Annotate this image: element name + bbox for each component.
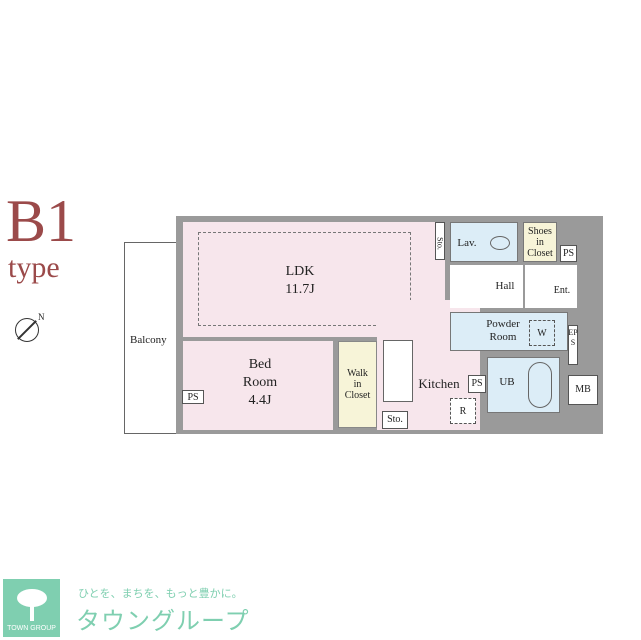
bathtub-icon xyxy=(528,362,552,408)
ps-kitchen xyxy=(468,375,486,393)
washer-space xyxy=(529,320,555,346)
powder-label-1: Powder xyxy=(486,318,520,330)
ub-label: UB xyxy=(499,376,515,388)
sto-label: Sto. xyxy=(387,414,403,425)
powder-label-2: Room xyxy=(489,331,517,343)
ps-kitchen-label: PS xyxy=(471,378,483,389)
shoes-closet xyxy=(523,222,557,262)
entrance xyxy=(525,265,577,308)
hall xyxy=(450,265,523,308)
bedroom-size: 4.4J xyxy=(248,393,272,408)
mb-label: MB xyxy=(575,384,591,395)
meter-box xyxy=(568,375,598,405)
ps-bedroom-label: PS xyxy=(187,392,199,403)
toilet-icon xyxy=(490,236,510,250)
bedroom-name-2: Room xyxy=(242,375,278,390)
shoes-label-2: in xyxy=(536,237,544,248)
balcony xyxy=(124,242,178,434)
compass-label: N xyxy=(38,312,45,322)
ent-label: Ent. xyxy=(553,285,571,296)
shoes-label-1: Shoes xyxy=(528,226,552,237)
unit-type-code: B1 xyxy=(6,188,77,254)
ps-top-label: PS xyxy=(562,248,575,259)
tree-icon xyxy=(17,589,47,607)
unit-type-suffix: type xyxy=(8,251,60,284)
bedroom-name-1: Bed xyxy=(248,357,272,372)
sto-closet xyxy=(382,411,408,429)
brand-tagline: ひとを、まちを、もっと豊かに。 xyxy=(78,587,243,600)
wic-label-3: Closet xyxy=(344,390,371,401)
wic-label-1: Walk xyxy=(347,368,368,379)
powder-room xyxy=(450,312,568,351)
walk-in-closet xyxy=(338,341,377,428)
hall-label: Hall xyxy=(495,280,515,292)
washer-label: W xyxy=(537,328,547,339)
ldk-name: LDK xyxy=(285,264,315,279)
refrigerator-space xyxy=(450,398,476,424)
balcony-label: Balcony xyxy=(130,334,167,346)
sto-vertical xyxy=(435,222,445,260)
compass-north-icon xyxy=(15,318,39,342)
brand-name: タウングループ xyxy=(76,607,250,635)
sto-vertical-label: Sto. xyxy=(435,237,445,250)
town-group-logo: TOWN GROUP xyxy=(3,579,60,637)
bedroom xyxy=(183,341,333,430)
shoes-label-3: Closet xyxy=(527,248,553,259)
eps-shaft xyxy=(568,325,578,365)
eps-label: EPS xyxy=(568,328,578,347)
kitchen-counter xyxy=(383,340,413,402)
kitchen-label: Kitchen xyxy=(418,376,460,391)
ldk-size: 11.7J xyxy=(285,282,315,297)
refrigerator-label: R xyxy=(459,406,467,417)
ps-bedroom xyxy=(182,390,204,404)
ldk-ceiling-outline xyxy=(198,232,411,326)
ps-top xyxy=(560,245,577,262)
wic-label-2: in xyxy=(353,379,362,390)
logo-text: TOWN GROUP xyxy=(7,625,56,632)
lav-label: Lav. xyxy=(457,237,477,249)
